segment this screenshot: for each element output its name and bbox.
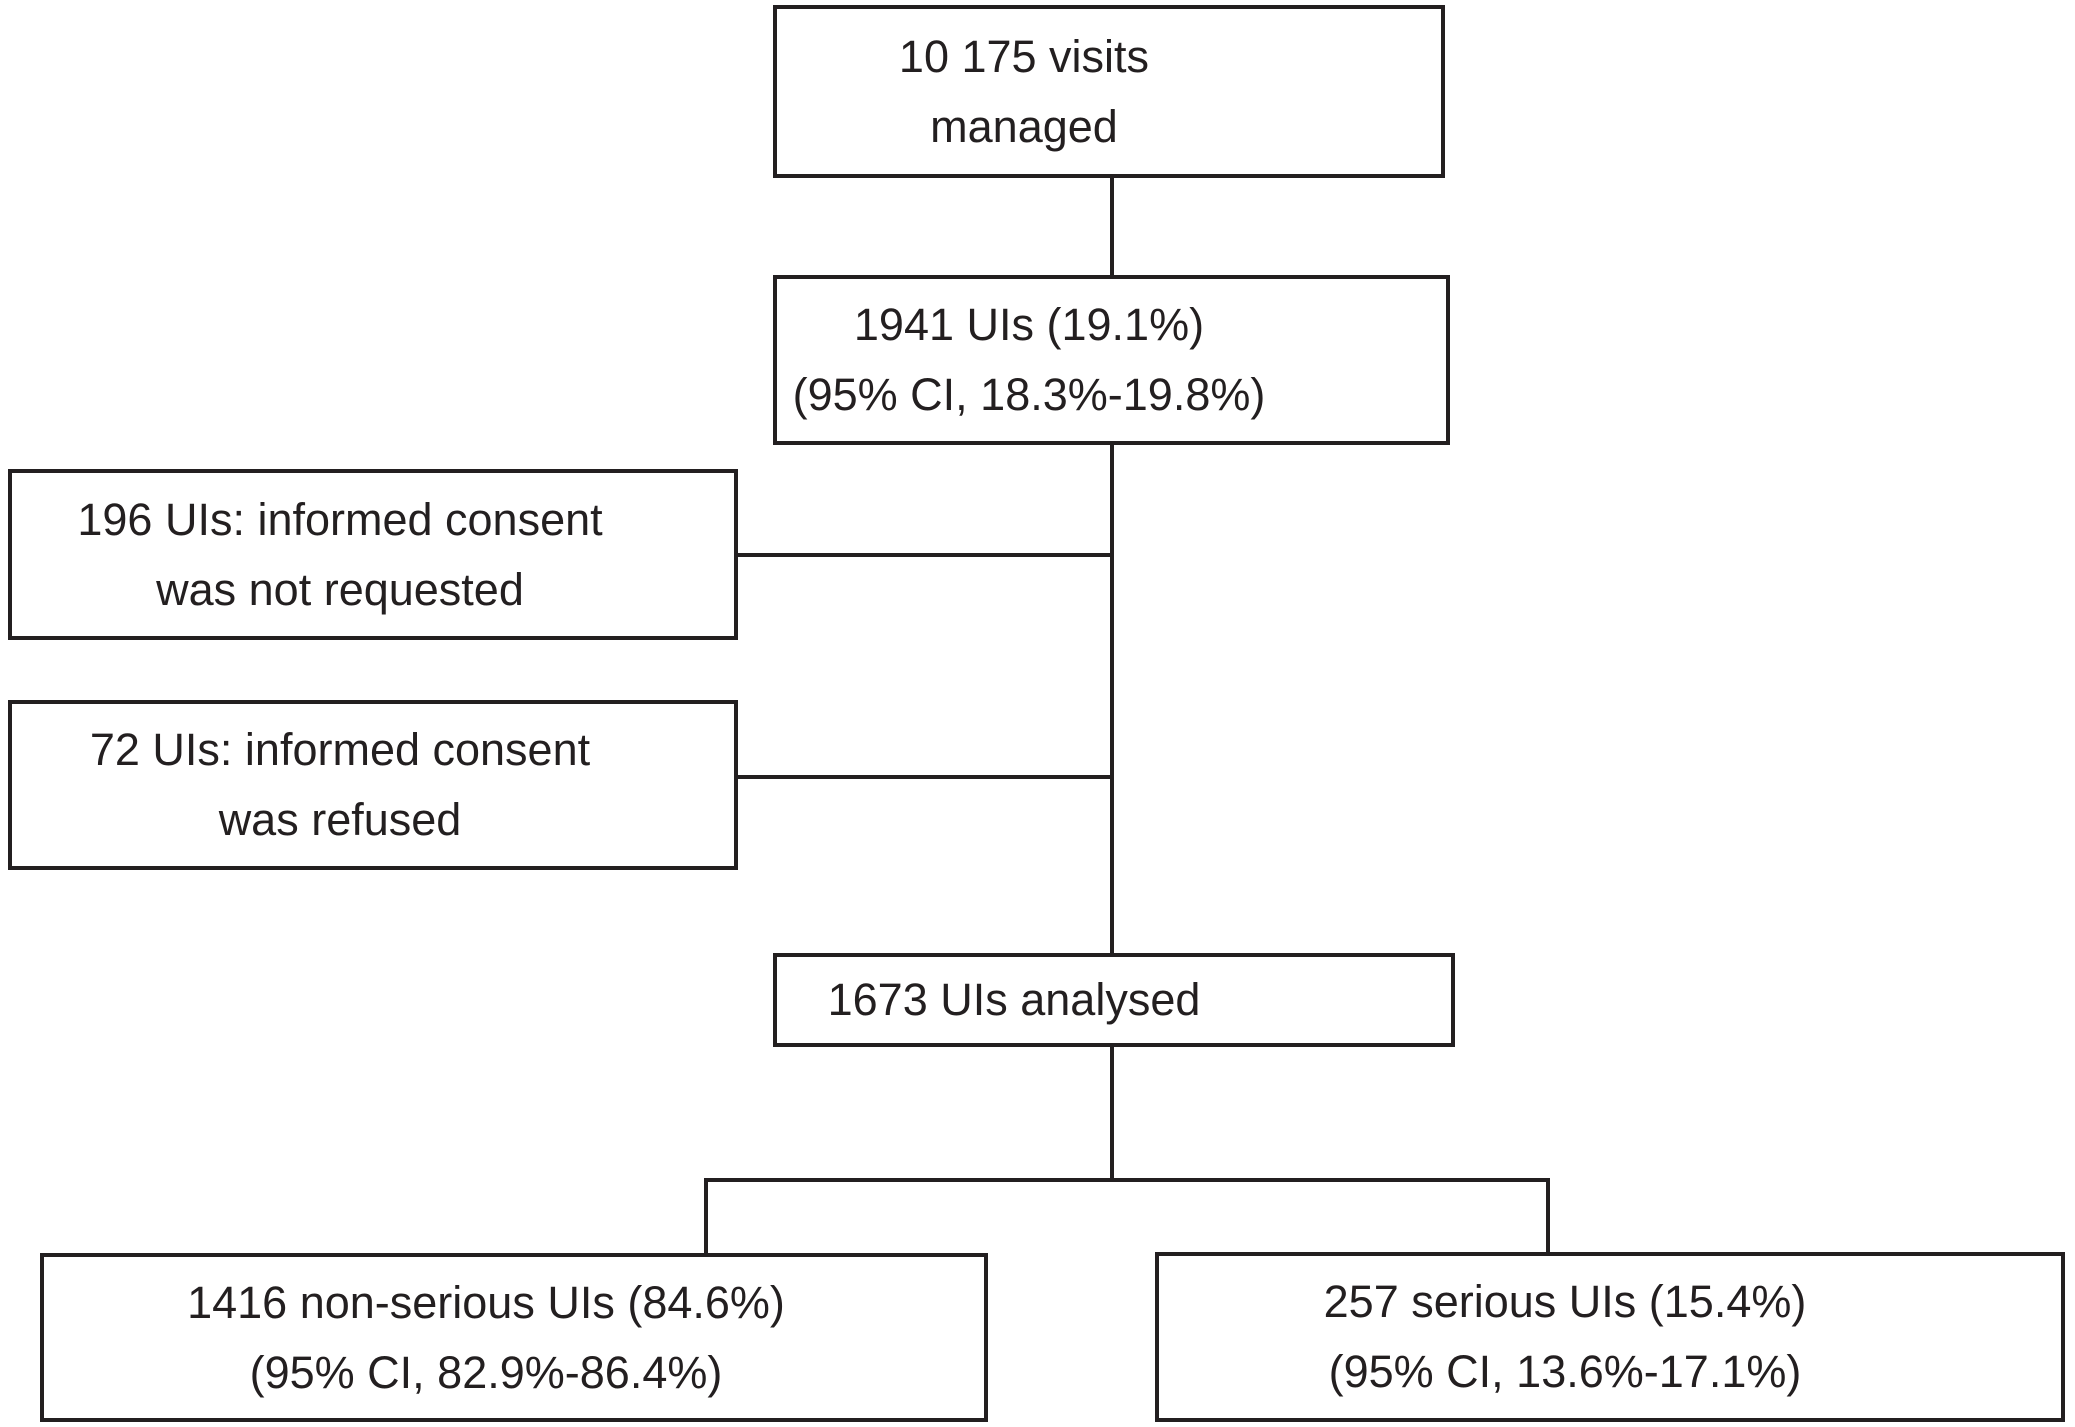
node-non-serious-uis-line1: 1416 non-serious UIs (84.6%) bbox=[187, 1276, 785, 1328]
node-consent-not-requested-line2: was not requested bbox=[156, 563, 524, 615]
connector-branch-horizontal bbox=[704, 1178, 1550, 1182]
node-visits-managed: 10 175 visits managed bbox=[773, 5, 1445, 178]
node-uis-total-line2: (95% CI, 18.3%-19.8%) bbox=[792, 369, 1266, 420]
node-non-serious-uis: 1416 non-serious UIs (84.6%) (95% CI, 82… bbox=[40, 1253, 988, 1422]
node-visits-line1: 10 175 visits bbox=[898, 30, 1150, 82]
node-serious-uis-line1: 257 serious UIs (15.4%) bbox=[1323, 1276, 1807, 1328]
node-visits-line2: managed bbox=[930, 100, 1118, 152]
node-uis-total-line1: 1941 UIs (19.1%) bbox=[853, 299, 1205, 351]
connector-analysed-to-branch bbox=[1110, 1045, 1114, 1182]
node-uis-analysed-line1: 1673 UIs analysed bbox=[827, 974, 1201, 1026]
node-consent-refused-line2: was refused bbox=[218, 794, 462, 845]
node-consent-refused: 72 UIs: informed consent was refused bbox=[8, 700, 738, 870]
connector-consent-not-requested bbox=[738, 553, 1112, 557]
node-consent-not-requested-line1: 196 UIs: informed consent bbox=[77, 493, 603, 545]
node-consent-refused-line1: 72 UIs: informed consent bbox=[89, 724, 591, 776]
node-serious-uis: 257 serious UIs (15.4%) (95% CI, 13.6%-1… bbox=[1155, 1252, 2065, 1422]
connector-uis-to-analysed bbox=[1110, 443, 1114, 955]
node-consent-not-requested: 196 UIs: informed consent was not reques… bbox=[8, 469, 738, 640]
connector-branch-to-non-serious bbox=[704, 1182, 708, 1255]
connector-branch-to-serious bbox=[1546, 1182, 1550, 1254]
node-uis-total: 1941 UIs (19.1%) (95% CI, 18.3%-19.8%) bbox=[773, 275, 1450, 445]
connector-visits-to-uis bbox=[1110, 178, 1114, 277]
node-serious-uis-line2: (95% CI, 13.6%-17.1%) bbox=[1328, 1346, 1802, 1397]
node-uis-analysed: 1673 UIs analysed bbox=[773, 953, 1455, 1047]
connector-consent-refused bbox=[738, 775, 1112, 779]
node-non-serious-uis-line2: (95% CI, 82.9%-86.4%) bbox=[249, 1346, 723, 1398]
